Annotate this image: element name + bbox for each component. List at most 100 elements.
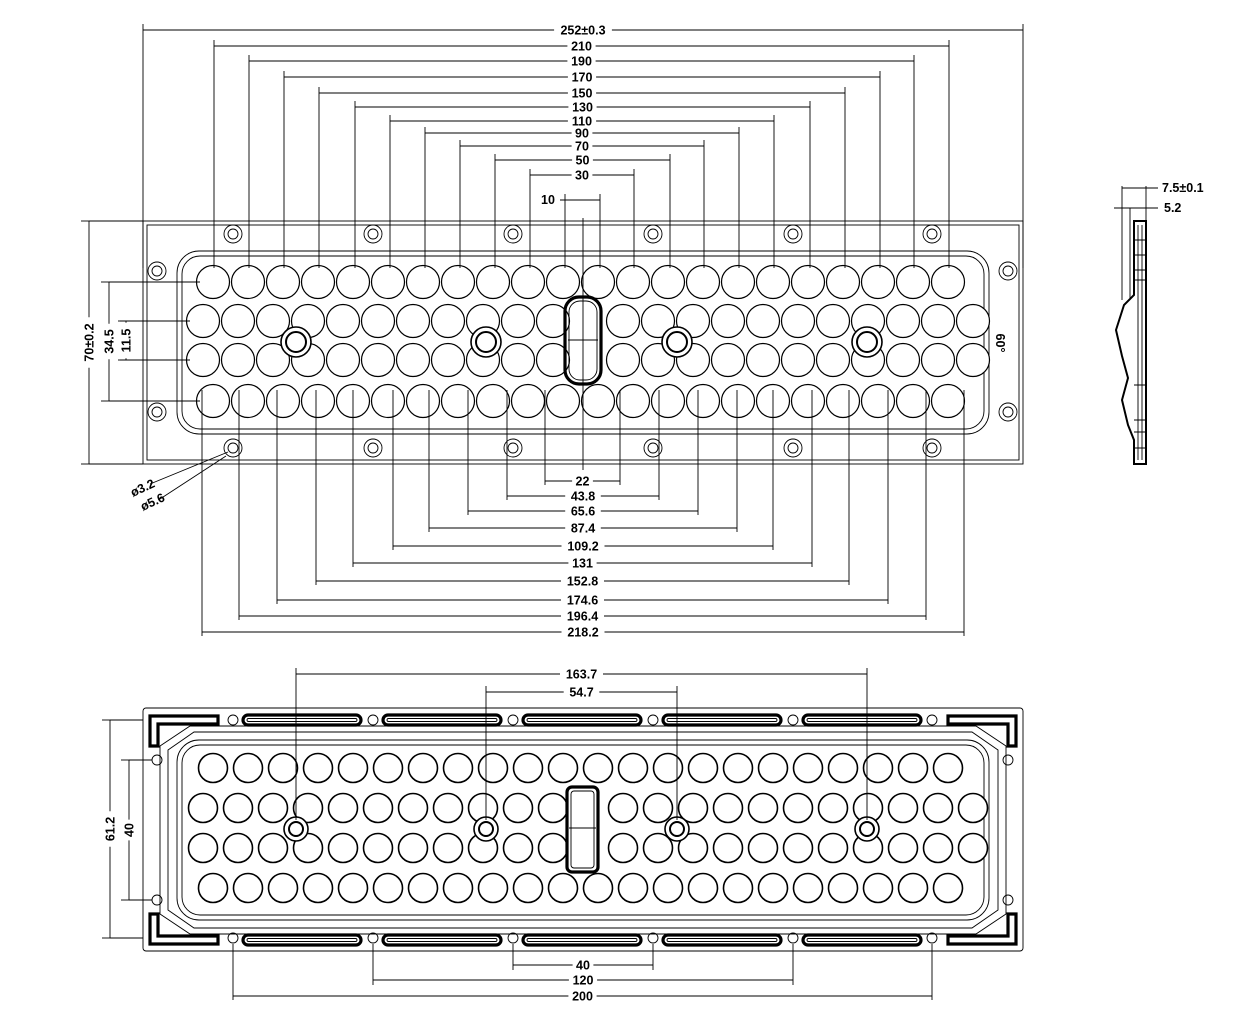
corner-hole-inner [151,406,163,418]
lens [862,872,894,904]
mount-hole [922,438,942,458]
corner-hole [151,754,163,766]
lens [720,264,756,300]
lens [930,383,966,419]
lens [405,383,441,419]
corner-hole [151,894,163,906]
lens [545,264,581,300]
lens [860,383,896,419]
lens [545,383,581,419]
lens [547,752,579,784]
top-dim-7: 90 [575,127,589,141]
mount-hole [367,932,379,944]
lens [640,303,676,339]
lens [642,792,674,824]
lens [370,383,406,419]
lens [642,832,674,864]
lens [580,383,616,419]
bottom-dim-2: 65.6 [571,505,595,519]
lens [257,832,289,864]
mount-hole [783,438,803,458]
lens [755,264,791,300]
lens [407,752,439,784]
lens [887,792,919,824]
bottom-dim-5: 131 [572,557,593,571]
mount-hole [926,932,938,944]
mount-hole-inner [507,442,519,454]
lens [920,303,956,339]
lens [510,383,546,419]
mount-hole [787,932,799,944]
lens [500,342,536,378]
bottom-view-center-slot [565,785,600,874]
lens [335,264,371,300]
bv-left-dim-1: 40 [123,823,137,837]
side-dim-lens-depth: 5.2 [1164,201,1181,215]
lens [720,383,756,419]
top-dim-6: 110 [572,115,592,129]
lens [372,872,404,904]
corner-hole [147,261,167,281]
screw-boss [473,816,499,842]
mount-hole [227,714,239,726]
top-dim-2: 190 [571,55,592,69]
screw-hole [859,821,875,837]
lens [955,303,991,339]
screw-hole [478,821,494,837]
screw-hole [666,331,688,353]
vent-slot [801,713,923,727]
screw-hole [285,331,307,353]
lens [265,383,301,419]
lens [607,792,639,824]
lens [327,832,359,864]
lens [440,264,476,300]
corner-bracket [946,714,1018,748]
mount-hole-inner [507,228,519,240]
mount-hole [507,714,519,726]
lens [885,342,921,378]
top-dim-4: 150 [572,87,593,101]
lens [502,832,534,864]
side-view: 7.5±0.1 5.2 [1114,181,1204,465]
lens [710,342,746,378]
lens [650,383,686,419]
lens [477,872,509,904]
vent-slot [381,713,503,727]
lens [792,752,824,784]
side-view-profile [1114,220,1147,465]
left-dim-0: 70±0.2 [83,323,97,361]
lens [442,752,474,784]
lens [432,792,464,824]
top-view-dimensions: 252±0.321019017015013011090705030102243.… [81,24,1024,640]
lens [255,342,291,378]
lens [885,303,921,339]
bottom-dim-3: 87.4 [571,522,595,536]
mount-hole [223,438,243,458]
corner-hole-inner [1002,406,1014,418]
lens [757,872,789,904]
lens [745,303,781,339]
bottom-view-mount-holes [151,714,1014,944]
lens [780,303,816,339]
lens [817,832,849,864]
mount-hole-inner [787,442,799,454]
lens [687,752,719,784]
lens [535,303,571,339]
lens [267,872,299,904]
corner-hole [998,261,1018,281]
lens [537,832,569,864]
screw-hole [856,331,878,353]
lens [407,872,439,904]
lens [827,752,859,784]
bottom-view-lens-array [187,752,989,904]
lens [302,872,334,904]
lens [722,872,754,904]
mount-hole-inner [227,228,239,240]
vent-slot [661,713,783,727]
mount-hole [367,714,379,726]
bottom-dim-0: 22 [576,475,590,489]
bottom-dim-1: 43.8 [571,490,595,504]
lens [222,792,254,824]
top-dim-1: 210 [571,40,592,54]
